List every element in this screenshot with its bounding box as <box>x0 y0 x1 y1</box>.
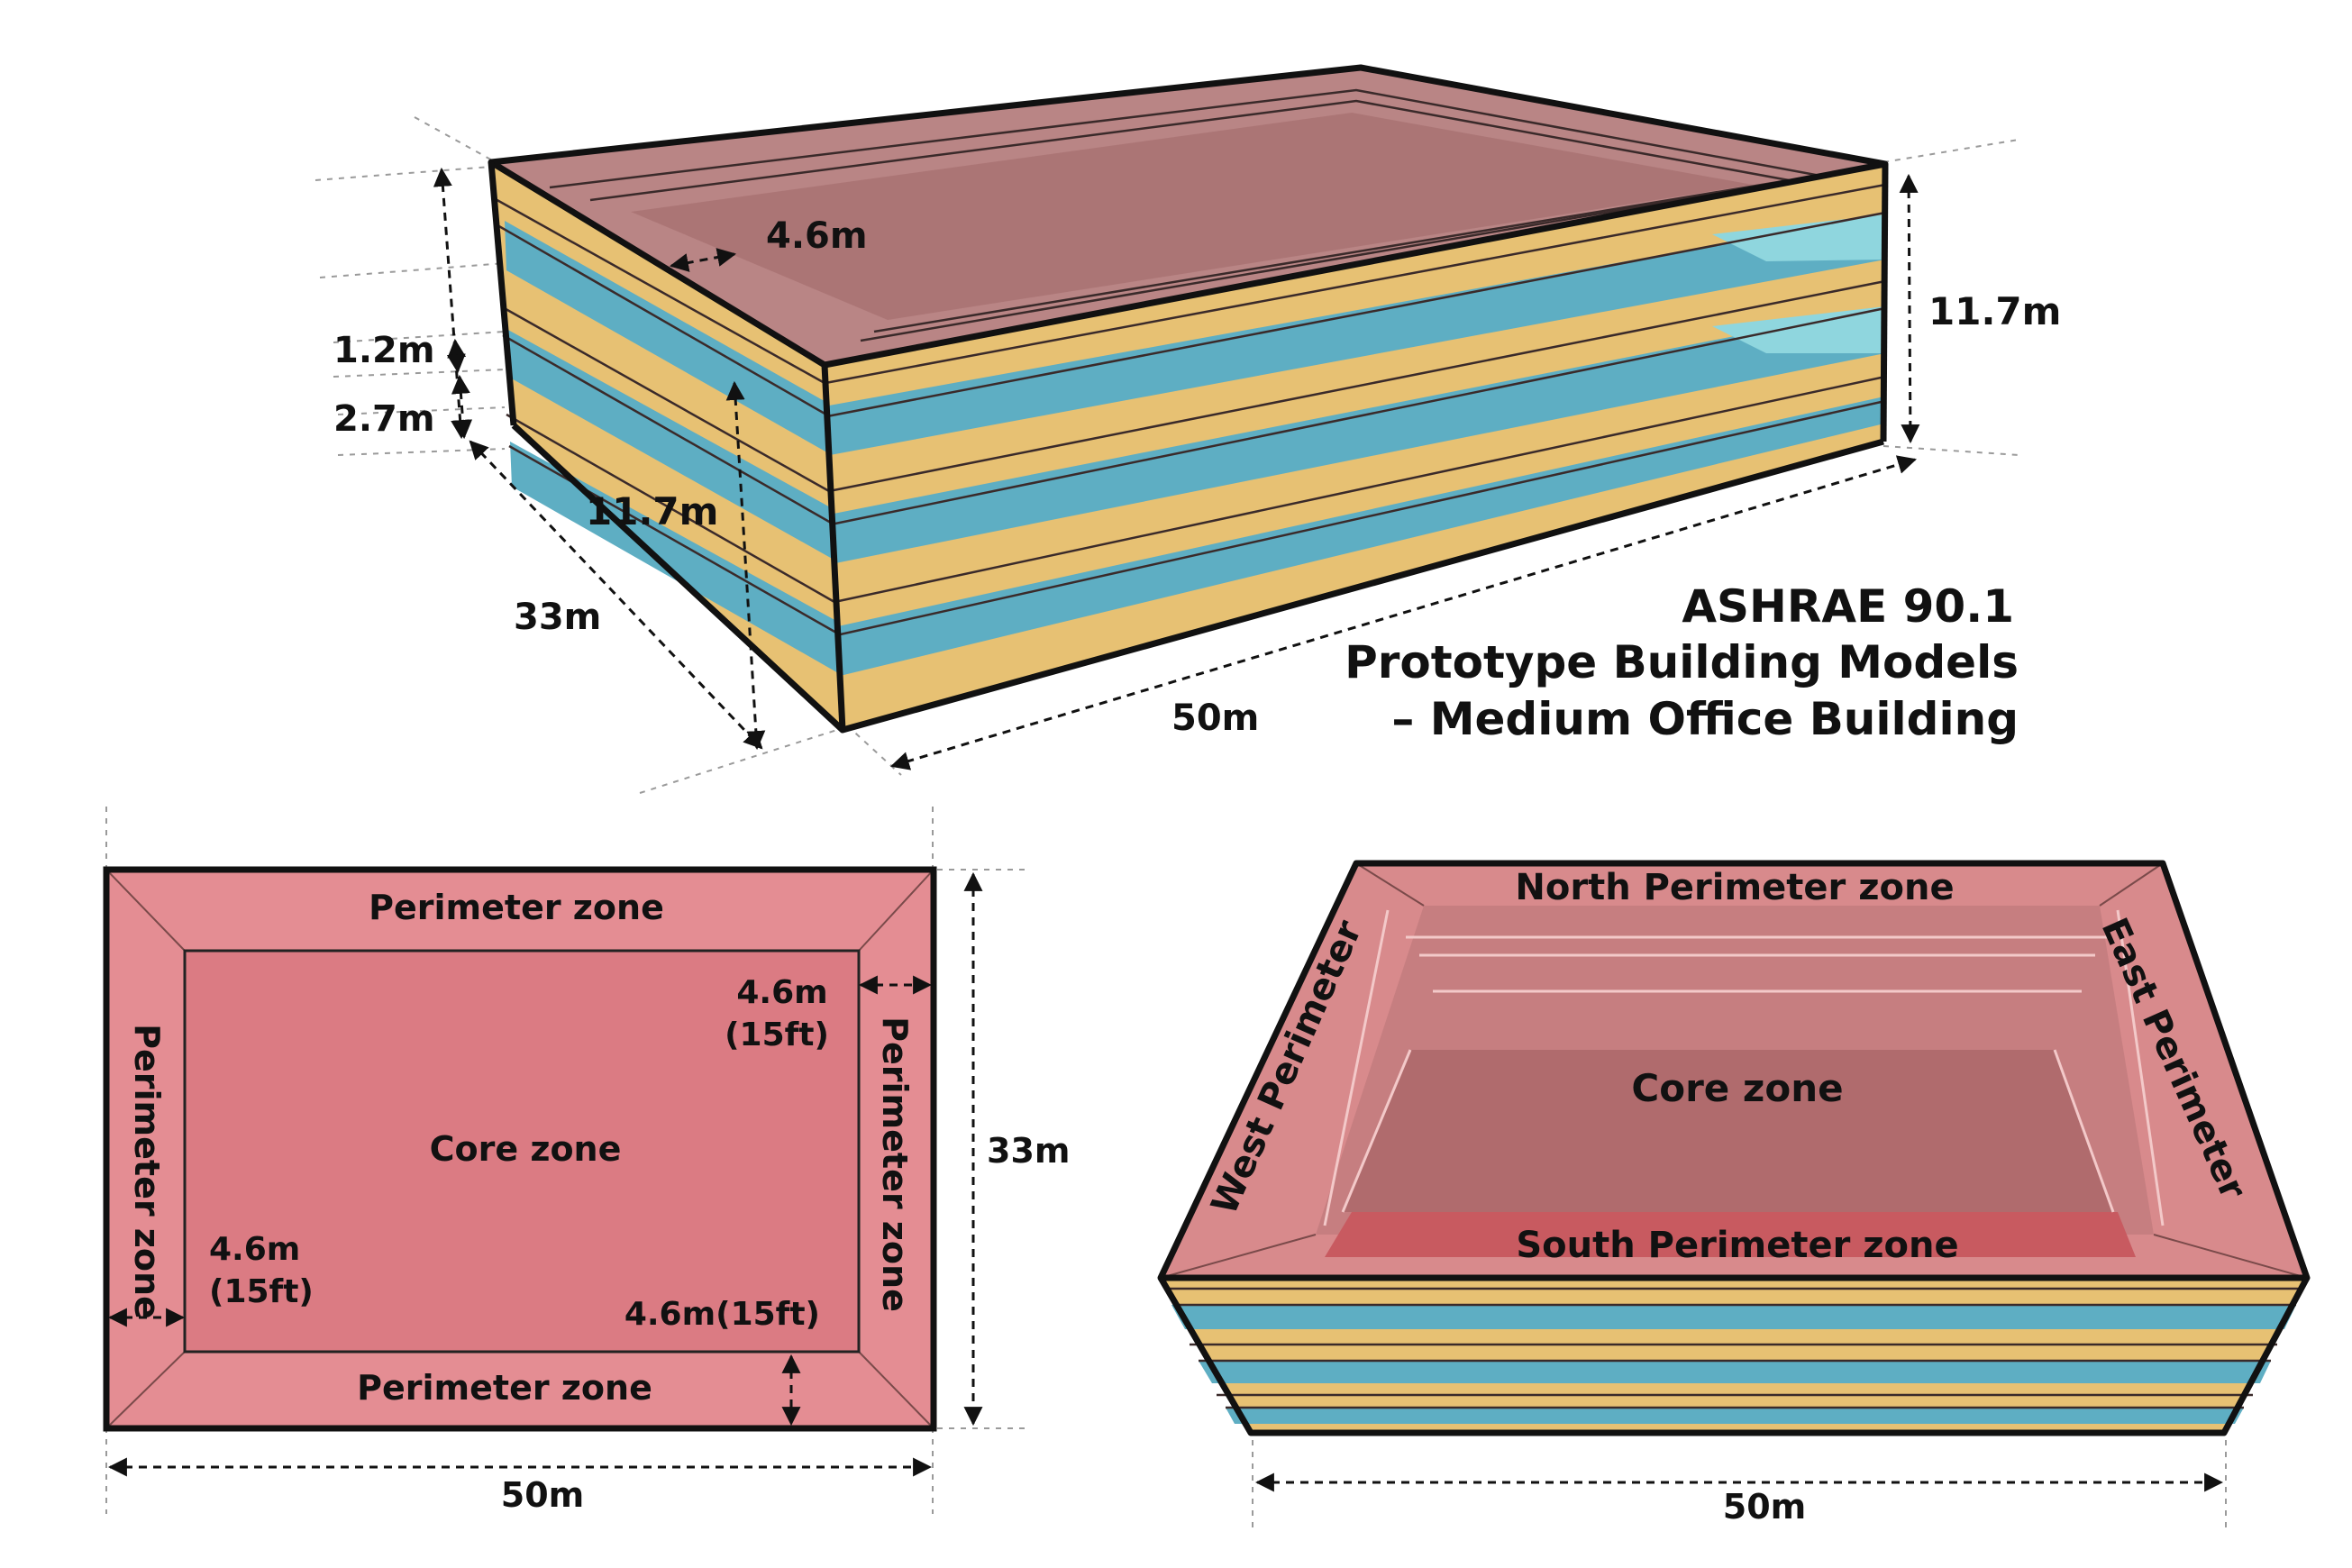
plan-depth-bottom: 4.6m(15ft) <box>624 1296 820 1333</box>
core-zone-area <box>1343 1050 2113 1212</box>
label-building-length: 50m <box>1171 697 1259 739</box>
figure-title: ASHRAE 90.1 Prototype Building Models – … <box>1345 580 2019 745</box>
zone-label-north: North Perimeter zone <box>1515 867 1954 908</box>
plan-depth-top-right-ft: (15ft) <box>725 1016 829 1053</box>
title-line-2: Prototype Building Models <box>1345 636 2019 688</box>
zone-label-core: Core zone <box>1631 1066 1843 1110</box>
plan-depth-left-ft: (15ft) <box>209 1273 314 1310</box>
zone-dim-length: 50m <box>1723 1487 1806 1527</box>
title-line-3: – Medium Office Building <box>1391 693 2019 745</box>
extension-lines <box>315 116 2019 794</box>
label-height-right: 11.7m <box>1928 289 2061 333</box>
title-line-1: ASHRAE 90.1 <box>1682 580 2014 633</box>
plan-dim-width: 33m <box>987 1131 1070 1171</box>
building-dimensions <box>433 167 1920 770</box>
label-building-width: 33m <box>514 597 601 638</box>
plan-label-perimeter-top: Perimeter zone <box>369 888 664 927</box>
plan-depth-top-right-m: 4.6m <box>736 974 827 1011</box>
south-zone-area <box>1325 1212 2136 1257</box>
plan-dim-length: 50m <box>501 1475 584 1515</box>
label-perimeter-depth: 4.6m <box>766 215 868 257</box>
zone-model: North Perimeter zone Core zone South Per… <box>1157 860 2311 1532</box>
zone-label-south: South Perimeter zone <box>1516 1225 1958 1266</box>
plan-label-perimeter-left: Perimeter zone <box>127 1024 167 1319</box>
plan-depth-left-m: 4.6m <box>209 1231 300 1268</box>
label-floor-height: 2.7m <box>333 398 435 440</box>
plan-core-area <box>185 951 859 1352</box>
label-height-front: 11.7m <box>586 489 718 533</box>
plan-label-core: Core zone <box>430 1129 622 1169</box>
label-window-height: 1.2m <box>333 330 435 371</box>
floor-plan: Perimeter zone Perimeter zone Perimeter … <box>103 807 1070 1515</box>
plan-label-perimeter-bottom: Perimeter zone <box>357 1368 652 1408</box>
building-3d: 4.6m 11.7m 11.7m 1.2m 2.7m 33m 50m ASHRA… <box>315 64 2061 794</box>
plan-label-perimeter-right: Perimeter zone <box>875 1016 915 1312</box>
